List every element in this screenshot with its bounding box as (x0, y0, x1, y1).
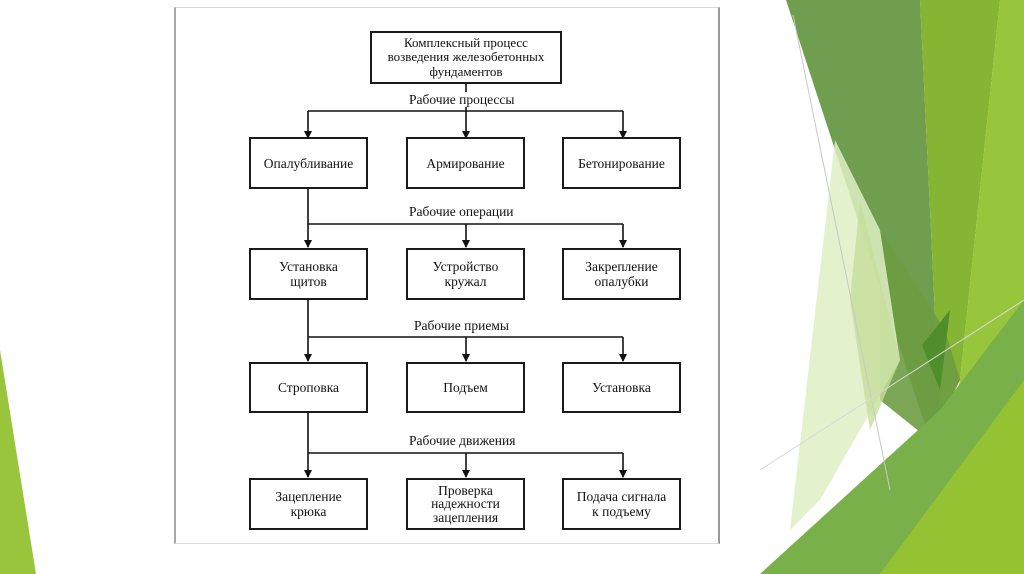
node-lifting: Подъем (406, 362, 525, 413)
node-label: Подача сигнала (576, 489, 667, 504)
node-concreting: Бетонирование (562, 137, 681, 189)
right-deep-green-patch (922, 310, 950, 390)
node-label: опалубки (594, 274, 649, 289)
root-node-line: Комплексный процесс (404, 34, 528, 50)
node-label: надежности (431, 496, 500, 512)
node-hook-engagement: Зацепление крюка (249, 478, 368, 530)
node-label: Закрепление (585, 259, 658, 274)
right-thin-line-2 (759, 299, 1024, 471)
node-centering-device: Устройство кружал (406, 248, 525, 300)
left-green-sliver (0, 350, 36, 574)
node-label: кружал (444, 274, 487, 289)
node-panel-installation: Установка щитов (249, 248, 368, 300)
root-node: Комплексный процесс возведения железобет… (370, 31, 562, 84)
node-formwork: Опалубливание (249, 137, 368, 189)
node-label: крюка (290, 504, 327, 519)
node-label: к подъему (592, 504, 651, 519)
node-label: Строповка (277, 380, 340, 395)
node-reinforcement: Армирование (406, 137, 525, 189)
node-lift-signal: Подача сигнала к подъему (562, 478, 681, 530)
level-label-techniques: Рабочие приемы (412, 318, 511, 333)
level-label-movements: Рабочие движения (407, 433, 518, 448)
node-label: Устройство (432, 259, 499, 274)
node-formwork-fixing: Закрепление опалубки (562, 248, 681, 300)
node-label: Армирование (426, 155, 505, 171)
root-node-line: фундаментов (429, 63, 503, 79)
node-label: щитов (290, 274, 327, 289)
node-installation: Установка (562, 362, 681, 413)
node-label: зацепления (432, 509, 499, 525)
node-label: Проверка (438, 482, 493, 498)
level-label-processes: Рабочие процессы (407, 92, 517, 107)
right-olive-band (920, 0, 1000, 420)
right-lower-lime-wedge (880, 380, 1024, 574)
right-pale-green-shard (850, 200, 900, 430)
node-label: Установка (279, 259, 338, 274)
root-node-line: возведения железобетонных (387, 49, 545, 65)
node-engagement-check: Проверка надежности зацепления (406, 478, 525, 530)
node-label: Установка (592, 380, 651, 395)
node-label: Подъем (443, 380, 488, 395)
level-label-operations: Рабочие операции (407, 204, 516, 219)
node-label: Зацепление (275, 489, 342, 504)
right-thin-line-1 (792, 14, 891, 491)
node-slinging: Строповка (249, 362, 368, 413)
node-label: Бетонирование (578, 155, 665, 171)
node-label: Опалубливание (263, 155, 354, 171)
